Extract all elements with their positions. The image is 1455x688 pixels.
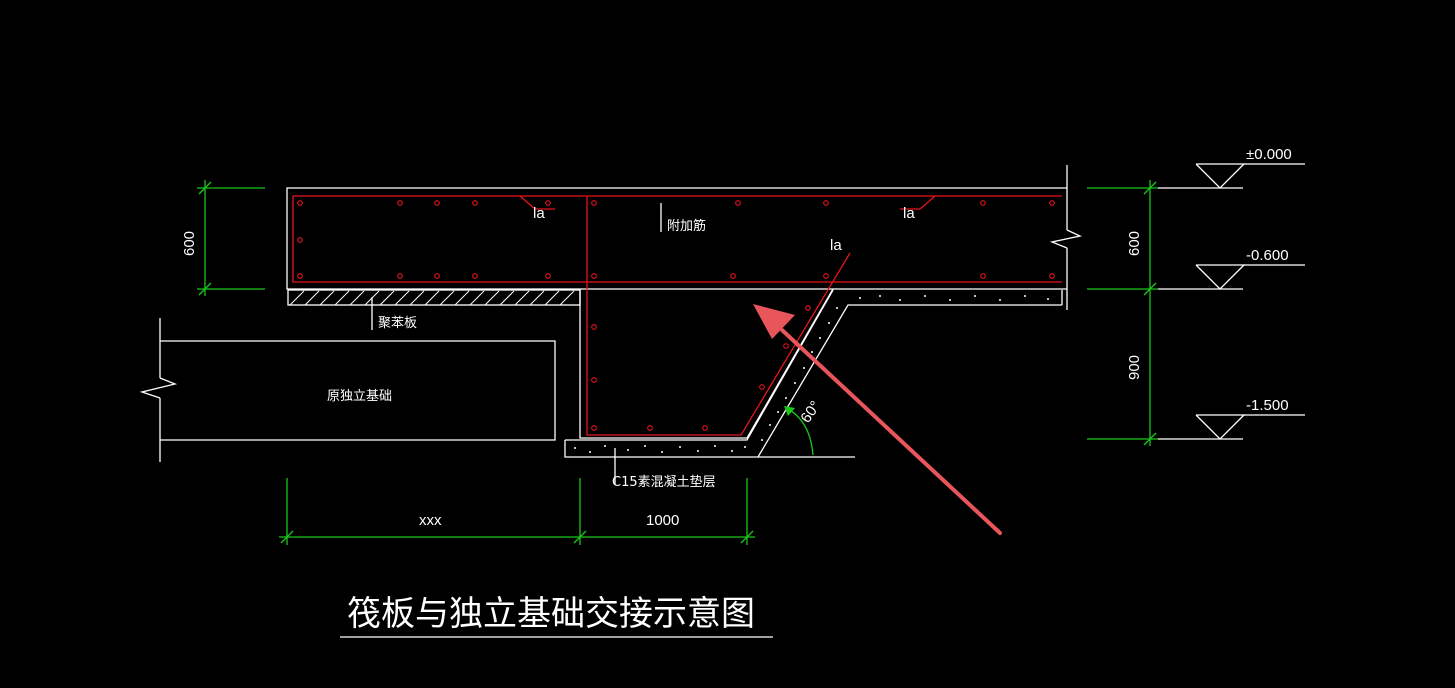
original-footing (139, 318, 556, 462)
c15-blinding-layer (564, 289, 1063, 485)
la-right-label: la (903, 205, 915, 222)
elevation-markers (1195, 163, 1305, 440)
annotation-arrow (753, 304, 1002, 535)
elevation-mid-text: -0.600 (1246, 247, 1289, 264)
eps-board (287, 289, 581, 330)
bottom-dimension (279, 478, 755, 545)
bottom-1000-dimension-text: 1000 (646, 512, 679, 529)
c15-layer-label: C15素混凝土垫层 (612, 474, 716, 490)
pit-outline (579, 288, 834, 439)
angle-label: 60° (797, 398, 824, 426)
drawing-title: 筏板与独立基础交接示意图 (347, 594, 755, 634)
elevation-top-text: ±0.000 (1246, 146, 1292, 163)
raft-slab-outline (286, 165, 1083, 310)
la-left-label: la (533, 205, 545, 222)
left-600-dimension-text: 600 (181, 231, 198, 256)
right-900-dimension-text: 900 (1126, 355, 1143, 380)
left-dimension (197, 180, 265, 296)
extra-rebar-label: 附加筋 (667, 218, 706, 234)
rebar-dots (297, 200, 1055, 431)
angle-marker (784, 406, 814, 456)
eps-board-label: 聚苯板 (378, 316, 417, 331)
orig-footing-label: 原独立基础 (327, 389, 392, 404)
elevation-bottom-text: -1.500 (1246, 397, 1289, 414)
la-diag-label: la (830, 237, 842, 254)
bottom-xxx-dimension-text: xxx (419, 512, 442, 529)
right-600-dimension-text: 600 (1126, 231, 1143, 256)
right-dimension (1087, 180, 1243, 446)
